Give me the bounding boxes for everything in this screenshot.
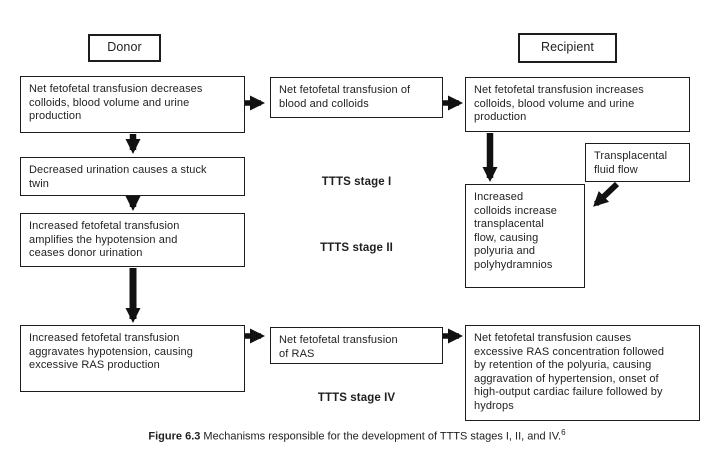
box-transplacental-fluid-flow: Transplacental fluid flow <box>585 143 690 182</box>
box-increased-colloids: Increased colloids increase transplacent… <box>465 184 585 288</box>
figure-caption: Figure 6.3 Mechanisms responsible for th… <box>0 428 714 443</box>
donor-column-header: Donor <box>88 34 161 62</box>
arrow-transplacental-to-increased-colloids <box>593 181 620 207</box>
figure-caption-label: Figure 6.3 <box>148 430 201 443</box>
box-aggravates-hypotension: Increased fetofetal transfusion aggravat… <box>20 325 245 392</box>
box-ras-consequences: Net fetofetal transfusion causes excessi… <box>465 325 700 421</box>
label-ttts-stage-4: TTTS stage IV <box>317 392 396 404</box>
label-ttts-stage-2: TTTS stage II <box>320 242 393 254</box>
recipient-column-header: Recipient <box>518 33 617 63</box>
box-donor-transfusion-decreases: Net fetofetal transfusion decreases coll… <box>20 76 245 133</box>
box-transfusion-blood-colloids: Net fetofetal transfusion of blood and c… <box>270 77 443 118</box>
box-recipient-transfusion-increases: Net fetofetal transfusion increases coll… <box>465 77 690 132</box>
figure-caption-superscript: 6 <box>561 428 566 437</box>
box-amplifies-hypotension: Increased fetofetal transfusion amplifie… <box>20 213 245 267</box>
label-ttts-stage-1: TTTS stage I <box>321 176 392 188</box>
figure-caption-text: Mechanisms responsible for the developme… <box>200 430 562 443</box>
box-stuck-twin: Decreased urination causes a stuck twin <box>20 157 245 196</box>
box-transfusion-ras: Net fetofetal transfusion of RAS <box>270 327 443 364</box>
